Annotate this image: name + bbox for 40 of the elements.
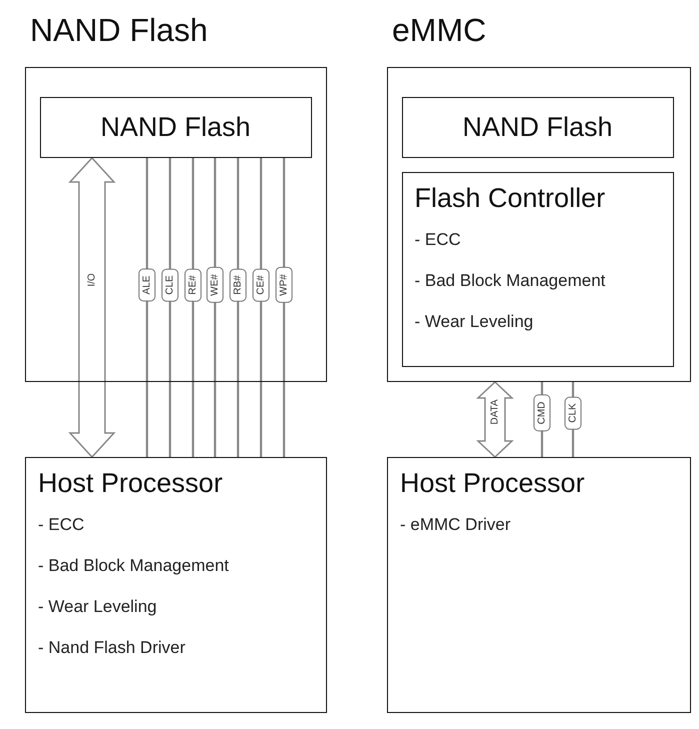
edge-label: CLE bbox=[162, 268, 178, 302]
box-title: NAND Flash bbox=[100, 112, 251, 142]
edge-label: CLK bbox=[564, 396, 582, 430]
signal-line bbox=[168, 158, 172, 457]
double-arrow bbox=[476, 380, 514, 458]
box-title: Host Processor bbox=[400, 468, 586, 499]
feature-item: - Wear Leveling bbox=[414, 312, 534, 332]
feature-item: - Bad Block Management bbox=[38, 556, 230, 576]
section-title: NAND Flash bbox=[30, 12, 208, 49]
double-arrow bbox=[68, 156, 116, 458]
feature-item: - Nand Flash Driver bbox=[38, 638, 186, 658]
edge-label: WE# bbox=[206, 267, 224, 303]
chip-box bbox=[402, 96, 674, 158]
signal-line bbox=[260, 158, 262, 457]
edge-label: WP# bbox=[276, 267, 292, 303]
feature-item: - eMMC Driver bbox=[400, 515, 512, 535]
edge-label: DATA bbox=[490, 399, 500, 425]
edge-label: RB# bbox=[230, 268, 246, 302]
section-title: eMMC bbox=[392, 12, 486, 49]
edge-label: I/O bbox=[86, 273, 98, 287]
component-box bbox=[25, 457, 327, 713]
box-title: Host Processor bbox=[38, 468, 224, 499]
signal-line bbox=[192, 158, 194, 457]
edge-label: ALE bbox=[138, 268, 156, 302]
component-box bbox=[387, 457, 691, 713]
edge-label: CMD bbox=[534, 394, 550, 432]
box-title: Flash Controller bbox=[414, 182, 606, 214]
component-box bbox=[402, 172, 674, 366]
chip-box bbox=[40, 96, 312, 158]
box-title: NAND Flash bbox=[462, 112, 613, 142]
edge-label: RE# bbox=[184, 268, 202, 302]
feature-item: - ECC bbox=[414, 230, 462, 250]
feature-item: - Bad Block Management bbox=[414, 270, 606, 290]
signal-line bbox=[282, 158, 286, 457]
signal-line bbox=[146, 158, 148, 457]
signal-line bbox=[214, 158, 216, 457]
feature-item: - ECC bbox=[38, 515, 86, 535]
feature-item: - Wear Leveling bbox=[38, 597, 158, 617]
signal-line bbox=[236, 158, 240, 457]
edge-label: CE# bbox=[252, 268, 270, 302]
